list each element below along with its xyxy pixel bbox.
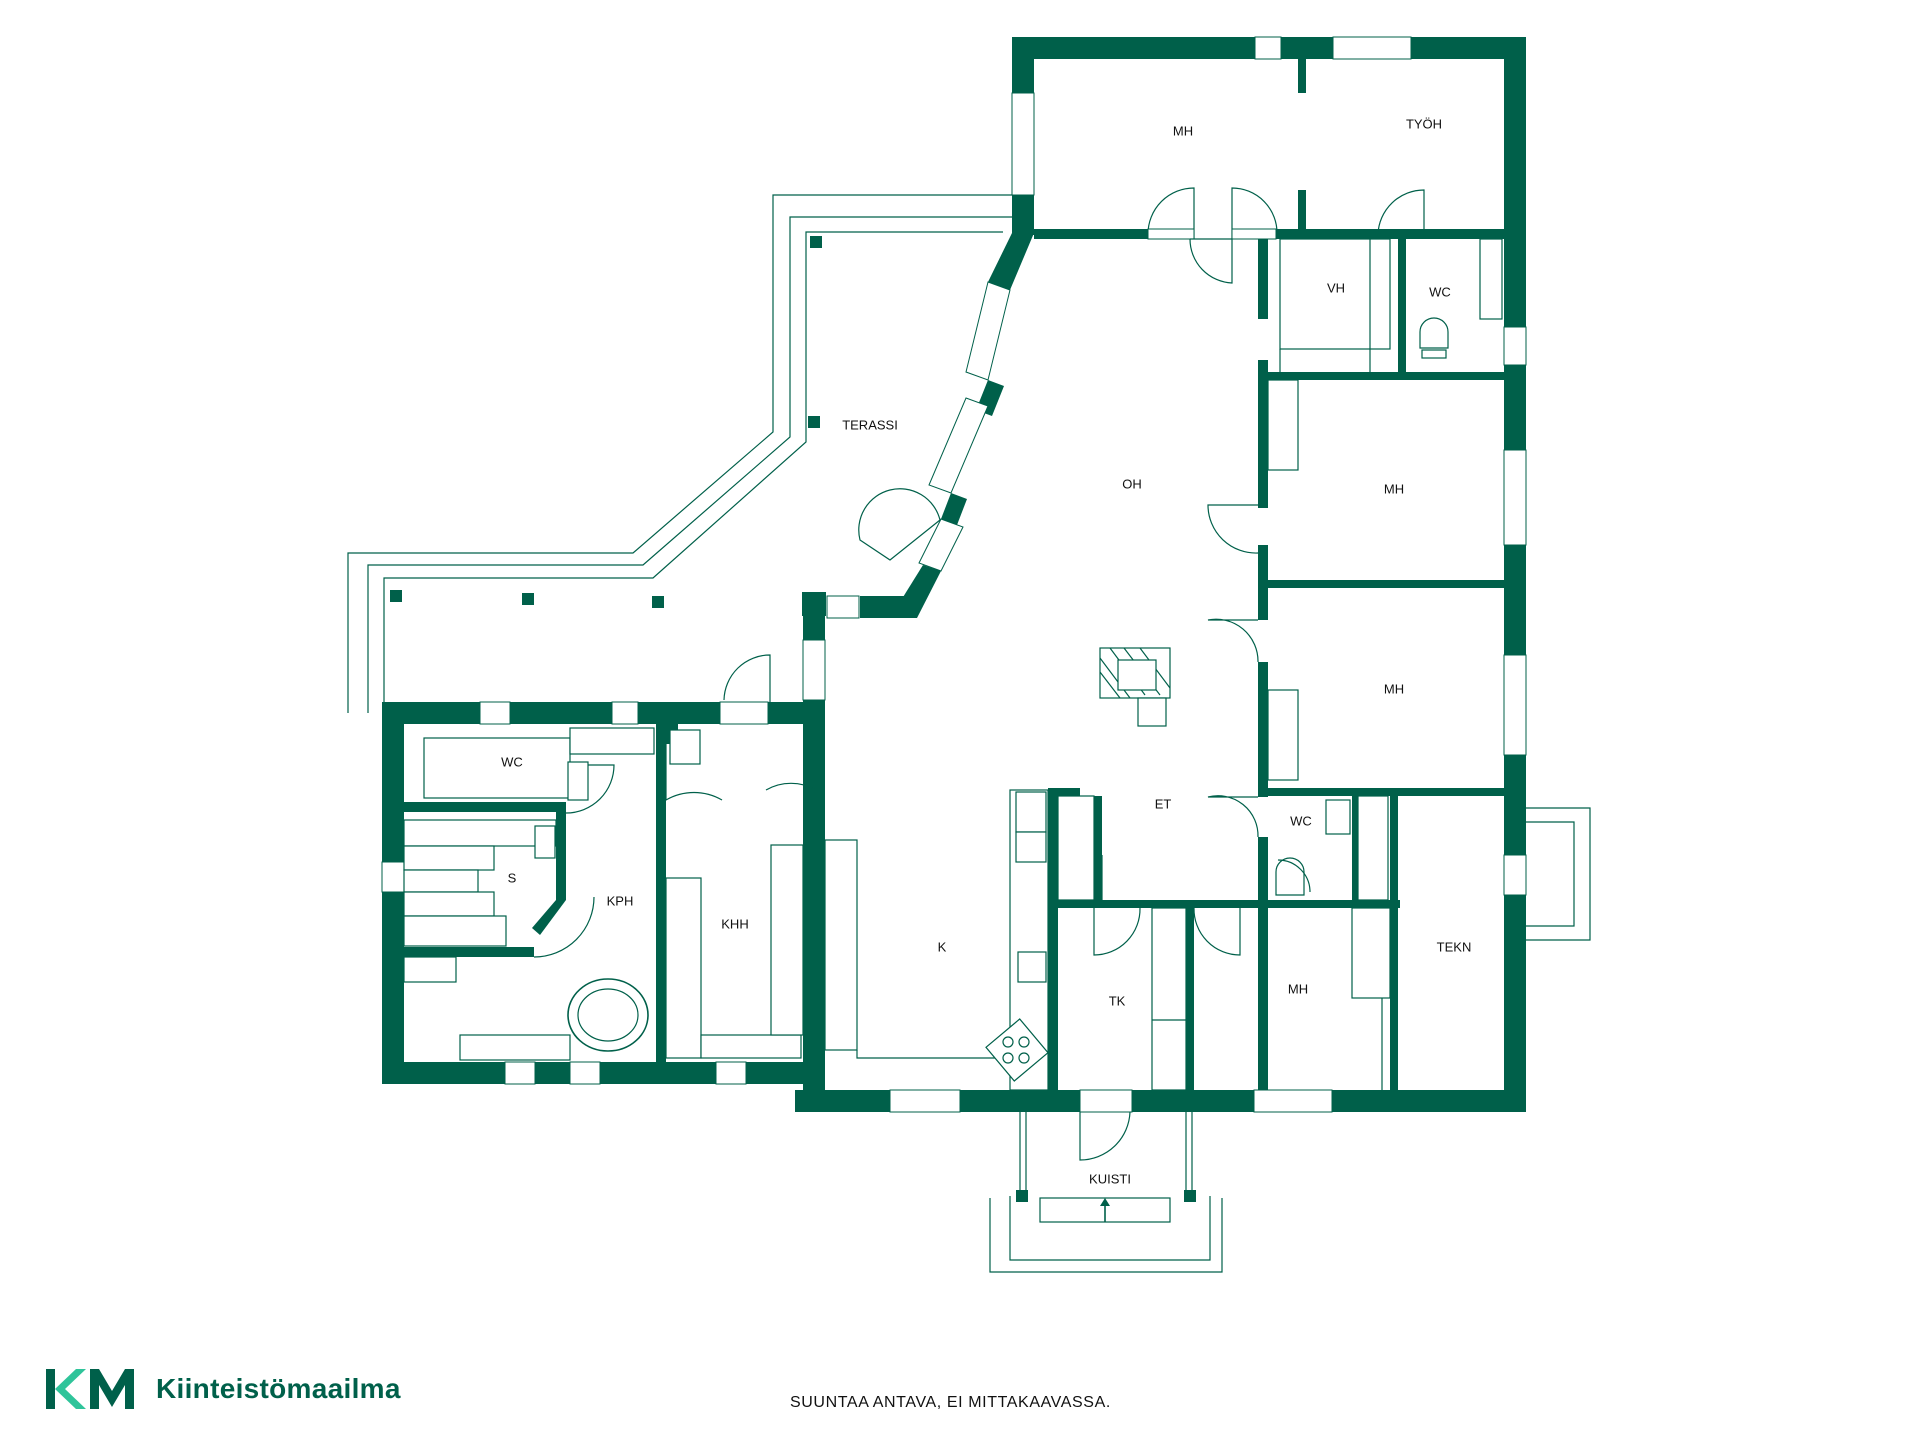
room-label-tyoh: TYÖH bbox=[1406, 116, 1442, 131]
fixtures bbox=[403, 238, 1591, 1091]
terrace-outline bbox=[347, 194, 1013, 713]
logo-mark-icon bbox=[46, 1369, 134, 1409]
room-label-et: ET bbox=[1155, 796, 1172, 811]
room-label-mh: MH bbox=[1384, 681, 1404, 696]
interior-walls bbox=[404, 59, 1504, 1090]
toilet-icon bbox=[1275, 857, 1305, 896]
entrance-arrow-icon bbox=[1100, 1198, 1110, 1222]
stove-icon bbox=[985, 1018, 1049, 1082]
room-label-s: S bbox=[508, 870, 517, 885]
room-label-wc: WC bbox=[501, 754, 523, 769]
room-label-k: K bbox=[938, 939, 947, 954]
terrace-post bbox=[390, 590, 402, 602]
terrace-post bbox=[652, 596, 664, 608]
fireplace-icon bbox=[1099, 647, 1171, 727]
bathtub-icon bbox=[567, 978, 649, 1052]
room-label-wc: WC bbox=[1429, 284, 1451, 299]
brand-name: Kiinteistömaailma bbox=[156, 1373, 401, 1404]
room-label-oh: OH bbox=[1122, 476, 1142, 491]
room-label-tk: TK bbox=[1109, 993, 1126, 1008]
room-label-mh: MH bbox=[1288, 981, 1308, 996]
terrace-post bbox=[808, 416, 820, 428]
room-label-kph: KPH bbox=[607, 893, 634, 908]
room-label-terassi: TERASSI bbox=[842, 417, 898, 432]
room-label-tekn: TEKN bbox=[1437, 939, 1472, 954]
room-label-mh: MH bbox=[1384, 481, 1404, 496]
doors bbox=[533, 187, 1425, 1161]
room-label-kuisti: KUISTI bbox=[1089, 1171, 1131, 1186]
room-label-vh: VH bbox=[1327, 280, 1345, 295]
brand-logo: Kiinteistömaailma bbox=[46, 1367, 401, 1411]
disclaimer-text: SUUNTAA ANTAVA, EI MITTAKAAVASSA. bbox=[790, 1394, 1111, 1411]
room-label-wc: WC bbox=[1290, 813, 1312, 828]
windows bbox=[381, 36, 1527, 1113]
room-label-khh: KHH bbox=[721, 916, 748, 931]
terrace-post bbox=[810, 236, 822, 248]
sink-icon bbox=[1325, 799, 1351, 835]
toilet-icon bbox=[1419, 317, 1449, 359]
sink-icon bbox=[669, 729, 701, 765]
terrace-post bbox=[522, 593, 534, 605]
sauna-bench-icon bbox=[403, 819, 557, 947]
room-labels: MH TYÖH VH WC TERASSI OH MH MH ET WC WC … bbox=[501, 116, 1471, 1186]
room-label-mh: MH bbox=[1173, 123, 1193, 138]
kuisti bbox=[989, 1112, 1223, 1273]
